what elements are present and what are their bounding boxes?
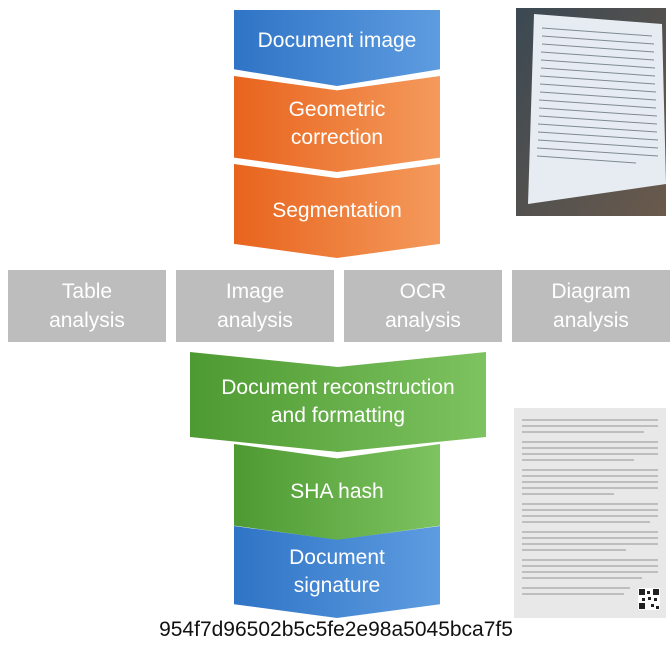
box-label-line1: Table (61, 279, 113, 303)
box-label-line2: analysis (49, 309, 125, 332)
step-label: SHA hash (290, 479, 384, 503)
step-label-line2: signature (293, 574, 381, 597)
hash-value: 954f7d96502b5c5fe2e98a5045bca7f5 (159, 618, 513, 641)
step-label: Document image (257, 28, 417, 52)
step-label-line2: and formatting (270, 404, 406, 427)
step-document-signature: Document signature (234, 526, 440, 618)
step-label: Segmentation (272, 198, 402, 222)
box-label-line1: Image (225, 279, 285, 303)
step-label-line2: correction (290, 126, 384, 149)
image-analysis-box: Image analysis (176, 270, 334, 342)
diagram-analysis-box: Diagram analysis (512, 270, 670, 342)
reconstructed-document-thumbnail (514, 408, 666, 618)
skewed-page-illustration (516, 8, 666, 216)
box-label-line2: analysis (385, 309, 461, 332)
step-label-line1: Geometric (288, 97, 386, 121)
document-photo-thumbnail (516, 8, 666, 216)
box-label-line1: OCR (399, 279, 447, 303)
table-analysis-box: Table analysis (8, 270, 166, 342)
step-label-line1: Document reconstruction (221, 375, 455, 399)
step-geometric-correction: Geometric correction (234, 76, 440, 172)
box-label-line2: analysis (217, 309, 293, 332)
box-label-line2: analysis (553, 309, 629, 332)
step-label-line1: Document (289, 545, 385, 569)
step-document-reconstruction: Document reconstruction and formatting (190, 352, 486, 452)
step-document-image: Document image (234, 10, 440, 86)
qr-code-icon (638, 588, 660, 610)
step-sha-hash: SHA hash (234, 444, 440, 540)
box-label-line1: Diagram (551, 279, 631, 303)
document-page-illustration (514, 408, 666, 618)
step-segmentation: Segmentation (234, 164, 440, 258)
ocr-analysis-box: OCR analysis (344, 270, 502, 342)
